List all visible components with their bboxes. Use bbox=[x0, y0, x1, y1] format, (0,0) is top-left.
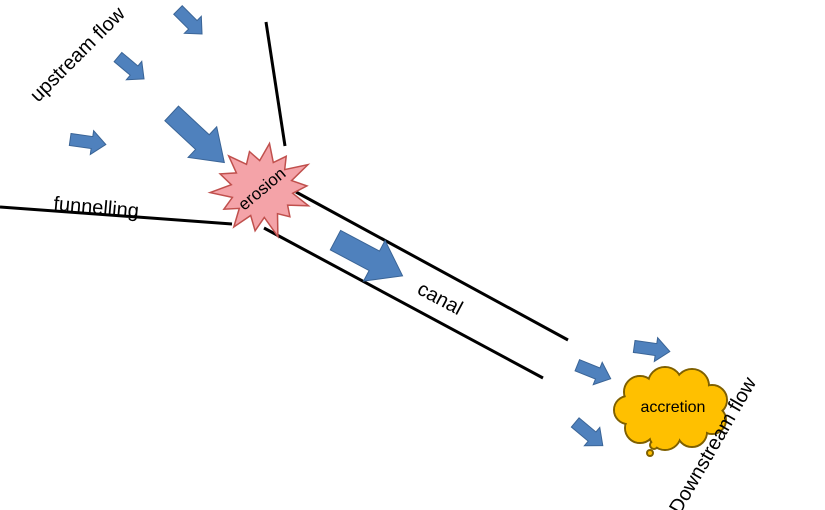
block-arrow-icon bbox=[574, 359, 612, 386]
channel-lines bbox=[0, 21, 569, 380]
block-arrow-icon bbox=[68, 129, 107, 156]
canal-top-line bbox=[295, 190, 569, 342]
accretion-label: accretion bbox=[641, 399, 706, 416]
explosion-burst-icon bbox=[207, 141, 311, 239]
cloud-fill-cover bbox=[615, 368, 726, 449]
block-arrow-icon bbox=[632, 336, 671, 363]
block-arrow-icon bbox=[329, 229, 404, 282]
accretion-cloud: accretion bbox=[613, 366, 728, 457]
erosion-burst: erosion bbox=[207, 141, 311, 239]
block-arrow-icon bbox=[570, 417, 604, 447]
flow-arrows bbox=[68, 5, 671, 447]
funnel-bank-line bbox=[0, 205, 233, 226]
upstream-flow-label: upstream flow bbox=[26, 3, 130, 107]
block-arrow-icon bbox=[173, 5, 203, 35]
funnelling-label: funnelling bbox=[53, 193, 140, 222]
block-arrow-icon bbox=[113, 51, 145, 81]
block-arrow-icon bbox=[164, 105, 225, 164]
canal-bottom-line bbox=[263, 226, 544, 380]
upper-bank-line bbox=[264, 21, 287, 147]
